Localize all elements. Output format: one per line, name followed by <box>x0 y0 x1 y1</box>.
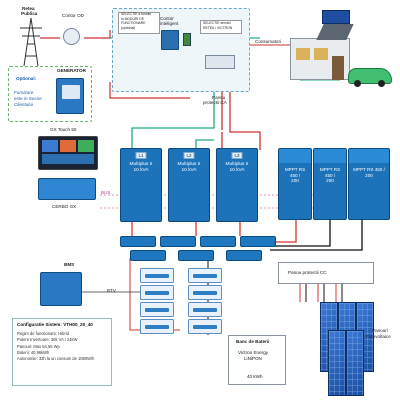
battery-module <box>188 319 222 334</box>
consumer-selector-box <box>200 20 242 34</box>
inverter-tag: L2 <box>183 152 195 159</box>
generator-note-3: Clientului <box>14 102 33 107</box>
mppt-line: 200 <box>365 172 373 178</box>
smart-meter-device <box>161 30 179 50</box>
meter-label: Contor OD <box>62 13 84 18</box>
battery-module <box>188 268 222 283</box>
dc-busbar <box>240 236 276 247</box>
selector-line-4: (optional) <box>121 25 136 30</box>
optional-label: Optional: <box>16 76 37 81</box>
mppt-line: MPPT RS <box>284 167 306 172</box>
battery-bank-brand-2: LiNiPON <box>244 356 262 361</box>
inverter-model: Multiplus II <box>225 162 249 167</box>
house-icon <box>290 20 354 80</box>
inverter-tag: L3 <box>231 152 243 159</box>
config-line: Panouri: Max 54,56 Wp <box>17 343 60 349</box>
consumer-selector-line-1: SELECTIE servicii <box>203 21 231 25</box>
battery-module <box>188 302 222 317</box>
config-title: Configuratie Sistem: VTH00_20_40 <box>17 322 93 327</box>
battery-module <box>140 268 174 283</box>
selector-box <box>118 12 160 34</box>
mppt-line: 450 / <box>289 172 301 178</box>
inverter-rating: 10 kVA <box>181 167 197 173</box>
consumers-label: Consumatori <box>255 39 282 44</box>
grid-label: Retea <box>22 6 35 11</box>
config-line: Autonomie: 32h la un consum de 1080W/h <box>17 356 95 362</box>
cerbo-gx-device <box>38 178 96 200</box>
selector-line-2: in MODURI DE <box>121 16 144 21</box>
dc-busbar <box>120 236 156 247</box>
generator-area <box>8 66 92 122</box>
solar-panel <box>346 330 364 396</box>
solar-panel <box>328 330 346 396</box>
power-tower-icon <box>20 17 42 67</box>
battery-module <box>140 285 174 300</box>
mppt-line: MPPT RS <box>319 167 341 172</box>
config-line: Baterii: 40,96kWh <box>17 350 50 356</box>
inverter-model: Multiplus II <box>129 162 153 167</box>
battery-bank-title: Banc de Baterii <box>236 339 270 344</box>
cerbo-gx-label: CERBO GX <box>52 204 77 209</box>
mppt-line: 450 / <box>324 172 336 178</box>
pv-label-2: Fotovoltaice <box>366 334 391 339</box>
solar-roof-icon <box>322 10 350 24</box>
dc-busbar <box>178 250 214 261</box>
grid-label-2: Publica <box>21 11 38 16</box>
bms-device <box>40 272 82 306</box>
battery-bank-capacity: 40 kWh <box>247 374 263 379</box>
dc-busbar <box>200 236 236 247</box>
battery-module <box>140 302 174 317</box>
generator-note-1: Furnizare <box>14 90 34 95</box>
config-info-box: Configuratie Sistem: VTH00_20_40 Regim d… <box>12 318 112 386</box>
inverter-rating: 10 kVA <box>229 167 245 173</box>
battery-module <box>140 319 174 334</box>
inverter-model: Multiplus II <box>177 162 201 167</box>
selector-line-3: FUNCTIONARE <box>121 21 146 25</box>
battery-bank-box <box>228 335 286 385</box>
inverter-tag: L1 <box>135 152 147 159</box>
config-line: Regim de functionare: Hibrid <box>17 331 69 336</box>
wheel-icon <box>354 80 361 87</box>
consumer-selector-line-2: RETEA / VICTRON <box>203 26 233 30</box>
mppt-3: MPPT RS 450 /200 <box>348 148 390 220</box>
meter-icon <box>63 28 80 45</box>
breaker-icon <box>183 33 191 46</box>
mppt-line: 200 <box>291 178 299 183</box>
generator-note-2: este in Sosire <box>14 96 42 101</box>
gx-touch-screen <box>38 136 98 170</box>
dc-busbar <box>130 250 166 261</box>
battery-module <box>188 285 222 300</box>
dc-busbar <box>226 250 262 261</box>
dc-panel-box <box>278 262 374 284</box>
btv-label: BTV <box>107 288 116 293</box>
generator-icon <box>56 78 84 114</box>
gx-touch-label: GX Touch 50 <box>50 127 77 132</box>
ac-panel-label-1: Panou <box>212 95 226 100</box>
selector-line-1: SELECTIE a functie <box>121 12 152 16</box>
smart-meter-label-1: Contor <box>160 16 174 21</box>
ac-breakers <box>205 55 235 69</box>
pv-label-1: Panouri <box>372 328 388 333</box>
bms-label: BMS <box>64 262 75 267</box>
mppt-line: 200 <box>326 178 334 183</box>
inverter-rating: 10 kVA <box>133 167 149 173</box>
ac-panel-label-2: protectii CA <box>203 100 227 105</box>
wheel-icon <box>378 80 385 87</box>
dc-panel-label: Panou protectii CC <box>288 270 327 275</box>
dc-busbar <box>160 236 196 247</box>
bus-label: BUS <box>101 190 111 195</box>
config-line: Putere Invertoare: 30k VA / 24kW <box>17 337 78 343</box>
smart-meter-label-2: inteligent <box>160 21 179 26</box>
mppt-line: MPPT RS 450 / <box>353 167 385 172</box>
battery-bank-brand-1: Victron Energy <box>238 350 269 355</box>
generator-title: GENERATOR <box>57 68 86 73</box>
